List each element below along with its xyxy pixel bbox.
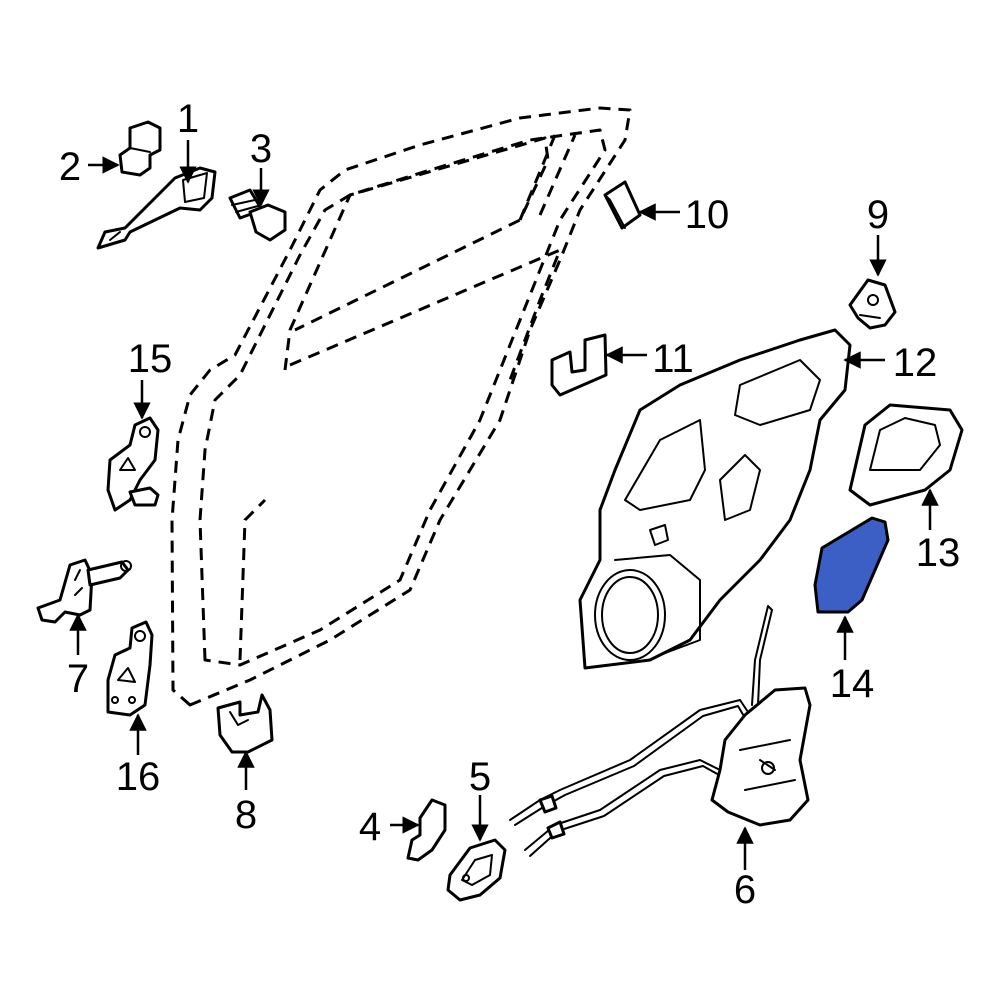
callout-7: 7 [67,657,89,701]
callout-5: 5 [469,755,491,799]
part-5-inside-handle[interactable] [446,838,507,902]
part-2-handle-cap[interactable] [118,120,162,177]
part-14-pad[interactable] [813,516,890,614]
callout-labels: 1 2 3 4 5 6 7 8 9 10 11 12 13 14 15 16 [59,97,960,912]
part-4-clip[interactable] [406,798,447,862]
part-12-module-panel[interactable] [578,328,852,670]
part-3-bolt[interactable] [228,188,287,242]
callout-4: 4 [359,805,381,849]
callout-8: 8 [235,793,257,837]
callout-1: 1 [177,97,199,141]
callout-11: 11 [652,337,694,381]
callout-3: 3 [250,127,272,171]
callout-14: 14 [830,662,875,706]
part-16-lower-hinge[interactable] [106,620,154,717]
part-8-bracket[interactable] [216,693,274,754]
part-10-clip[interactable] [603,180,642,230]
part-7-door-check[interactable] [36,558,132,624]
part-11-u-clip[interactable] [550,333,608,397]
callout-arrows [69,140,939,870]
part-15-upper-hinge[interactable] [106,416,160,512]
door-outline [170,106,632,707]
part-1-outside-handle[interactable] [96,166,217,250]
callout-9: 9 [867,193,889,237]
callout-15: 15 [128,337,173,381]
callout-13: 13 [916,531,961,575]
callout-12: 12 [893,341,938,385]
part-13-trim-piece[interactable] [848,403,964,507]
callout-2: 2 [59,145,81,189]
callout-16: 16 [116,755,161,799]
part-9-bracket[interactable] [848,278,897,330]
callout-6: 6 [734,868,756,912]
part-6-latch-assembly[interactable] [509,605,812,857]
callout-10: 10 [685,193,730,237]
